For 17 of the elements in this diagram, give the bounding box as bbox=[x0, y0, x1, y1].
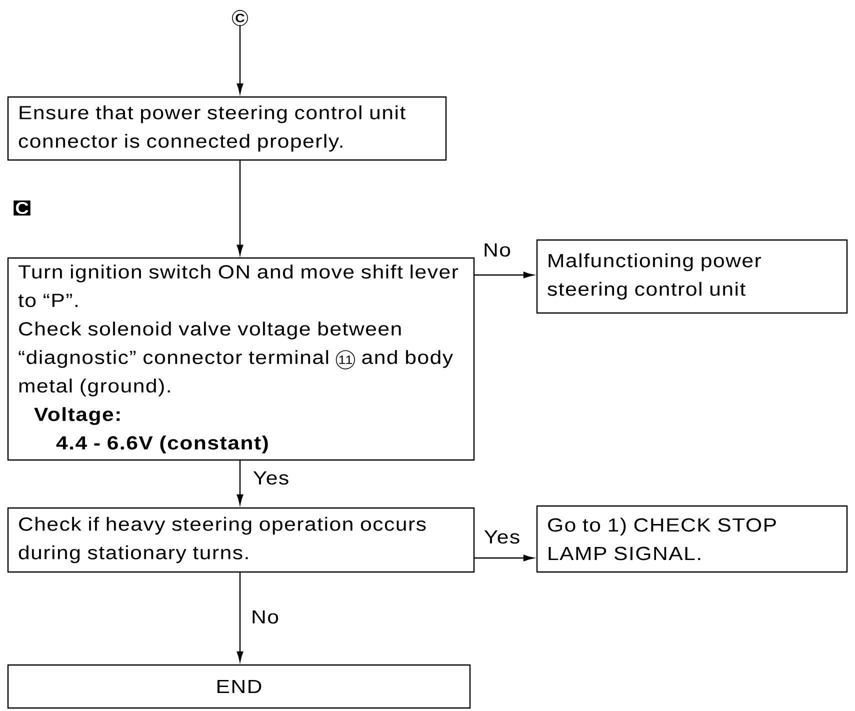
arrow bbox=[236, 460, 244, 505]
arrow bbox=[474, 272, 534, 278]
arrow bbox=[236, 572, 244, 662]
edge-label: No bbox=[482, 242, 512, 258]
edge-label: Yes bbox=[482, 529, 522, 545]
arrow bbox=[236, 160, 244, 255]
edge-label: No bbox=[250, 609, 280, 625]
process-box: Turn ignition switch ON and move shift lever to “P”. Check solenoid valve voltage between “diagnostic” connector terminal 11 and body metal (ground). Voltage: 4.4 - 6.6V (constant) bbox=[7, 257, 475, 461]
process-box: Ensure that power steering control unit connector is connected properly. bbox=[7, 96, 447, 161]
arrow bbox=[474, 554, 534, 562]
edge-label: Yes bbox=[252, 470, 290, 486]
step-tag: C bbox=[14, 200, 30, 216]
process-box: Malfunctioning power steering control unit bbox=[536, 239, 848, 314]
process-box: Check if heavy steering operation occurs during stationary turns. bbox=[7, 507, 475, 573]
process-box: Go to 1) CHECK STOP LAMP SIGNAL. bbox=[536, 505, 848, 573]
process-box: END bbox=[7, 664, 471, 709]
arrow bbox=[236, 26, 244, 94]
